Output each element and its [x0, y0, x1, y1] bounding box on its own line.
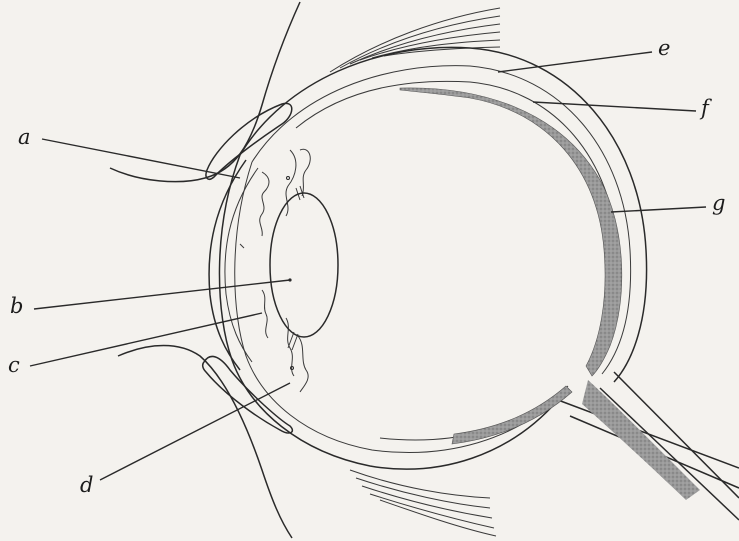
ciliary-dot-upper [287, 177, 290, 180]
leader-g [611, 207, 706, 212]
label-c: c [8, 355, 20, 376]
leader-b [34, 280, 290, 309]
inferior-muscle [350, 470, 496, 536]
ciliary-lower [298, 336, 308, 392]
lens [270, 193, 338, 337]
leader-d [100, 383, 290, 480]
superior-muscle [330, 8, 500, 72]
iris-lower [262, 290, 294, 376]
cornea [209, 160, 246, 370]
sclera-inner [235, 66, 631, 453]
leader-e [498, 52, 652, 72]
iris-mark [240, 244, 244, 248]
lower-eyelid [118, 346, 292, 539]
label-b: b [10, 296, 23, 317]
label-a: a [18, 127, 31, 148]
zonules [288, 186, 304, 350]
leader-f [533, 102, 696, 111]
cornea-inner [225, 168, 258, 362]
retina-lower [452, 386, 572, 444]
leader-c [30, 313, 262, 366]
label-f: f [701, 98, 709, 119]
upper-eyelid [110, 2, 300, 182]
ciliary-upper [300, 149, 310, 196]
label-g: g [712, 193, 725, 214]
leader-a [42, 139, 240, 178]
choroid [296, 81, 619, 440]
sclera-outer [219, 47, 646, 469]
iris-upper [260, 150, 296, 236]
label-e: e [658, 38, 670, 59]
label-d: d [80, 475, 93, 496]
optic-nerve [558, 372, 739, 520]
